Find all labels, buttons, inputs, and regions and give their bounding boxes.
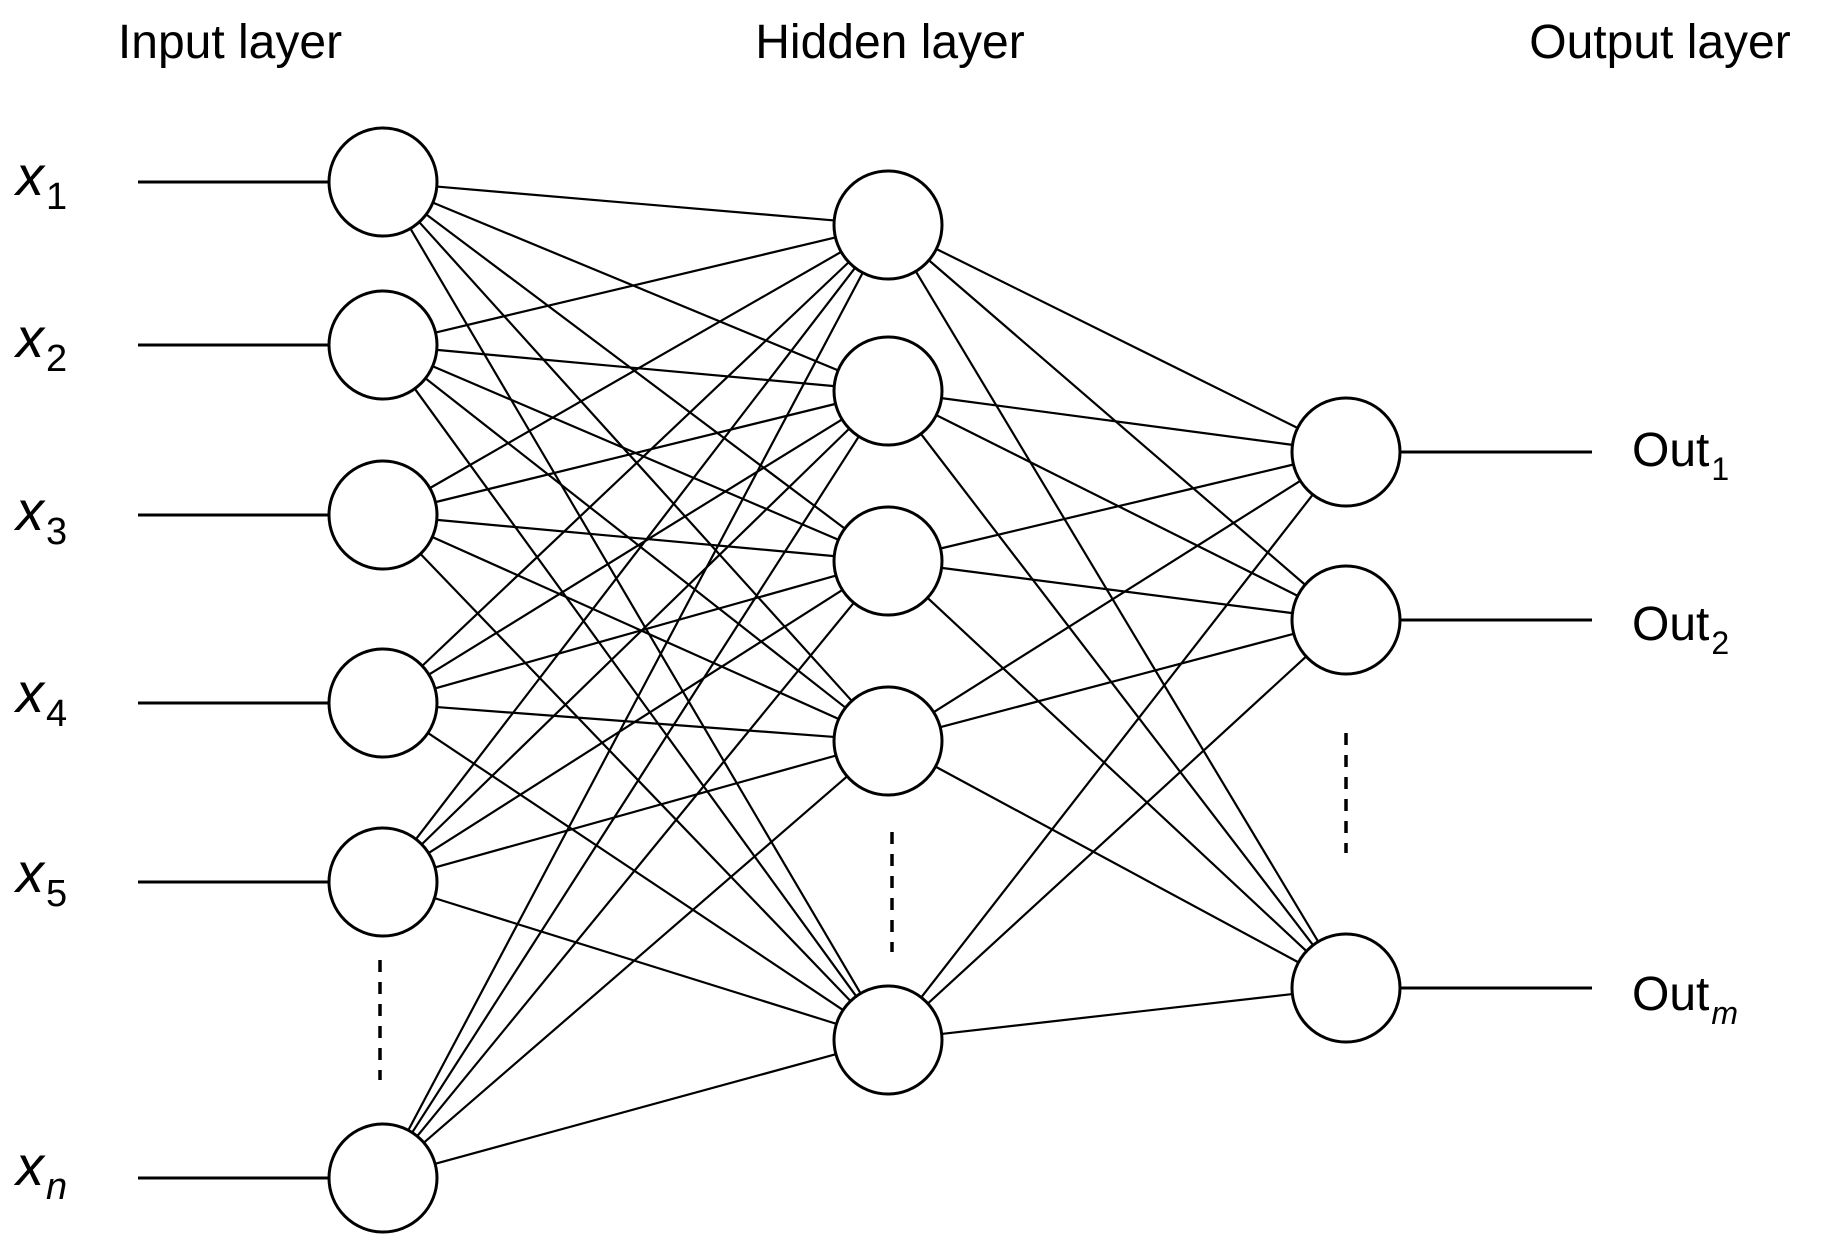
io-lines [138,180,1592,1180]
connection-edges [407,185,1320,1165]
input-node [327,826,439,938]
hidden-node [832,505,944,617]
input-label-x5: x5 [13,841,67,915]
edge-input-3-hidden-1 [428,418,843,676]
edge-input-5-hidden-4 [434,1053,837,1165]
hidden-node [832,169,944,281]
output-layer-title: Output layer [1529,16,1790,69]
input-label-x3: x3 [13,479,67,553]
edge-hidden-1-output-0 [941,397,1293,446]
neuron-nodes [327,126,1402,1234]
output-node [1290,932,1402,1044]
edge-input-3-hidden-0 [421,261,850,667]
edge-input-4-hidden-3 [434,754,837,869]
edge-input-1-hidden-4 [413,388,858,997]
edge-input-1-hidden-0 [435,236,836,334]
edge-hidden-2-output-1 [941,566,1293,615]
input-label-xn: xn [13,1134,67,1208]
edge-hidden-0-output-0 [935,247,1299,430]
edge-input-5-hidden-3 [423,775,848,1144]
input-label-x1: x1 [13,144,67,218]
edge-input-2-hidden-0 [429,250,842,490]
edge-hidden-4-output-2 [941,992,1293,1036]
edge-input-2-hidden-2 [436,518,835,558]
output-label-out1: Out1 [1632,424,1729,487]
edge-hidden-3-output-1 [939,632,1295,729]
edge-hidden-1-output-2 [919,433,1315,946]
edge-input-0-hidden-3 [418,221,853,702]
edge-input-3-hidden-2 [434,574,837,690]
edge-hidden-4-output-1 [927,655,1307,1005]
edge-input-2-hidden-4 [419,553,852,1002]
edge-hidden-4-output-0 [920,493,1314,999]
input-labels: x1 x2 x3 x4 x5 xn [13,144,67,1208]
edge-input-4-hidden-0 [415,267,856,840]
edge-input-5-hidden-1 [411,435,860,1134]
edge-input-2-hidden-3 [431,536,840,720]
output-label-outm: Outm [1632,968,1738,1031]
edge-hidden-3-output-0 [933,479,1301,714]
edge-input-1-hidden-1 [436,348,835,388]
edge-input-5-hidden-2 [416,602,855,1137]
edge-input-1-hidden-3 [424,377,847,709]
edge-hidden-2-output-0 [940,463,1294,550]
input-node [327,289,439,401]
edge-input-2-hidden-1 [435,402,836,504]
edge-input-4-hidden-4 [434,897,837,1025]
input-node [327,647,439,759]
output-labels: Out1 Out2 Outm [1632,424,1738,1031]
hidden-layer-title: Hidden layer [755,16,1025,69]
edge-hidden-0-output-2 [914,270,1320,943]
edge-input-5-hidden-0 [407,272,864,1131]
hidden-node [832,984,944,1096]
edge-input-4-hidden-2 [427,589,844,854]
edge-input-0-hidden-1 [432,201,839,372]
output-node [1290,564,1402,676]
edge-hidden-2-output-2 [926,597,1308,952]
input-label-x2: x2 [13,306,67,380]
edge-input-4-hidden-1 [420,427,851,846]
output-node [1290,396,1402,508]
edge-hidden-3-output-2 [935,765,1299,964]
hidden-node [832,335,944,447]
input-node [327,126,439,238]
input-label-x4: x4 [13,661,67,735]
edge-input-0-hidden-0 [436,185,835,222]
output-label-out2: Out2 [1632,598,1729,661]
input-layer-title: Input layer [118,16,342,69]
hidden-node [832,685,944,797]
edge-input-3-hidden-4 [427,732,844,1011]
input-node [327,1122,439,1234]
input-node [327,459,439,571]
edge-input-0-hidden-4 [409,227,862,995]
edge-input-0-hidden-2 [425,213,846,530]
